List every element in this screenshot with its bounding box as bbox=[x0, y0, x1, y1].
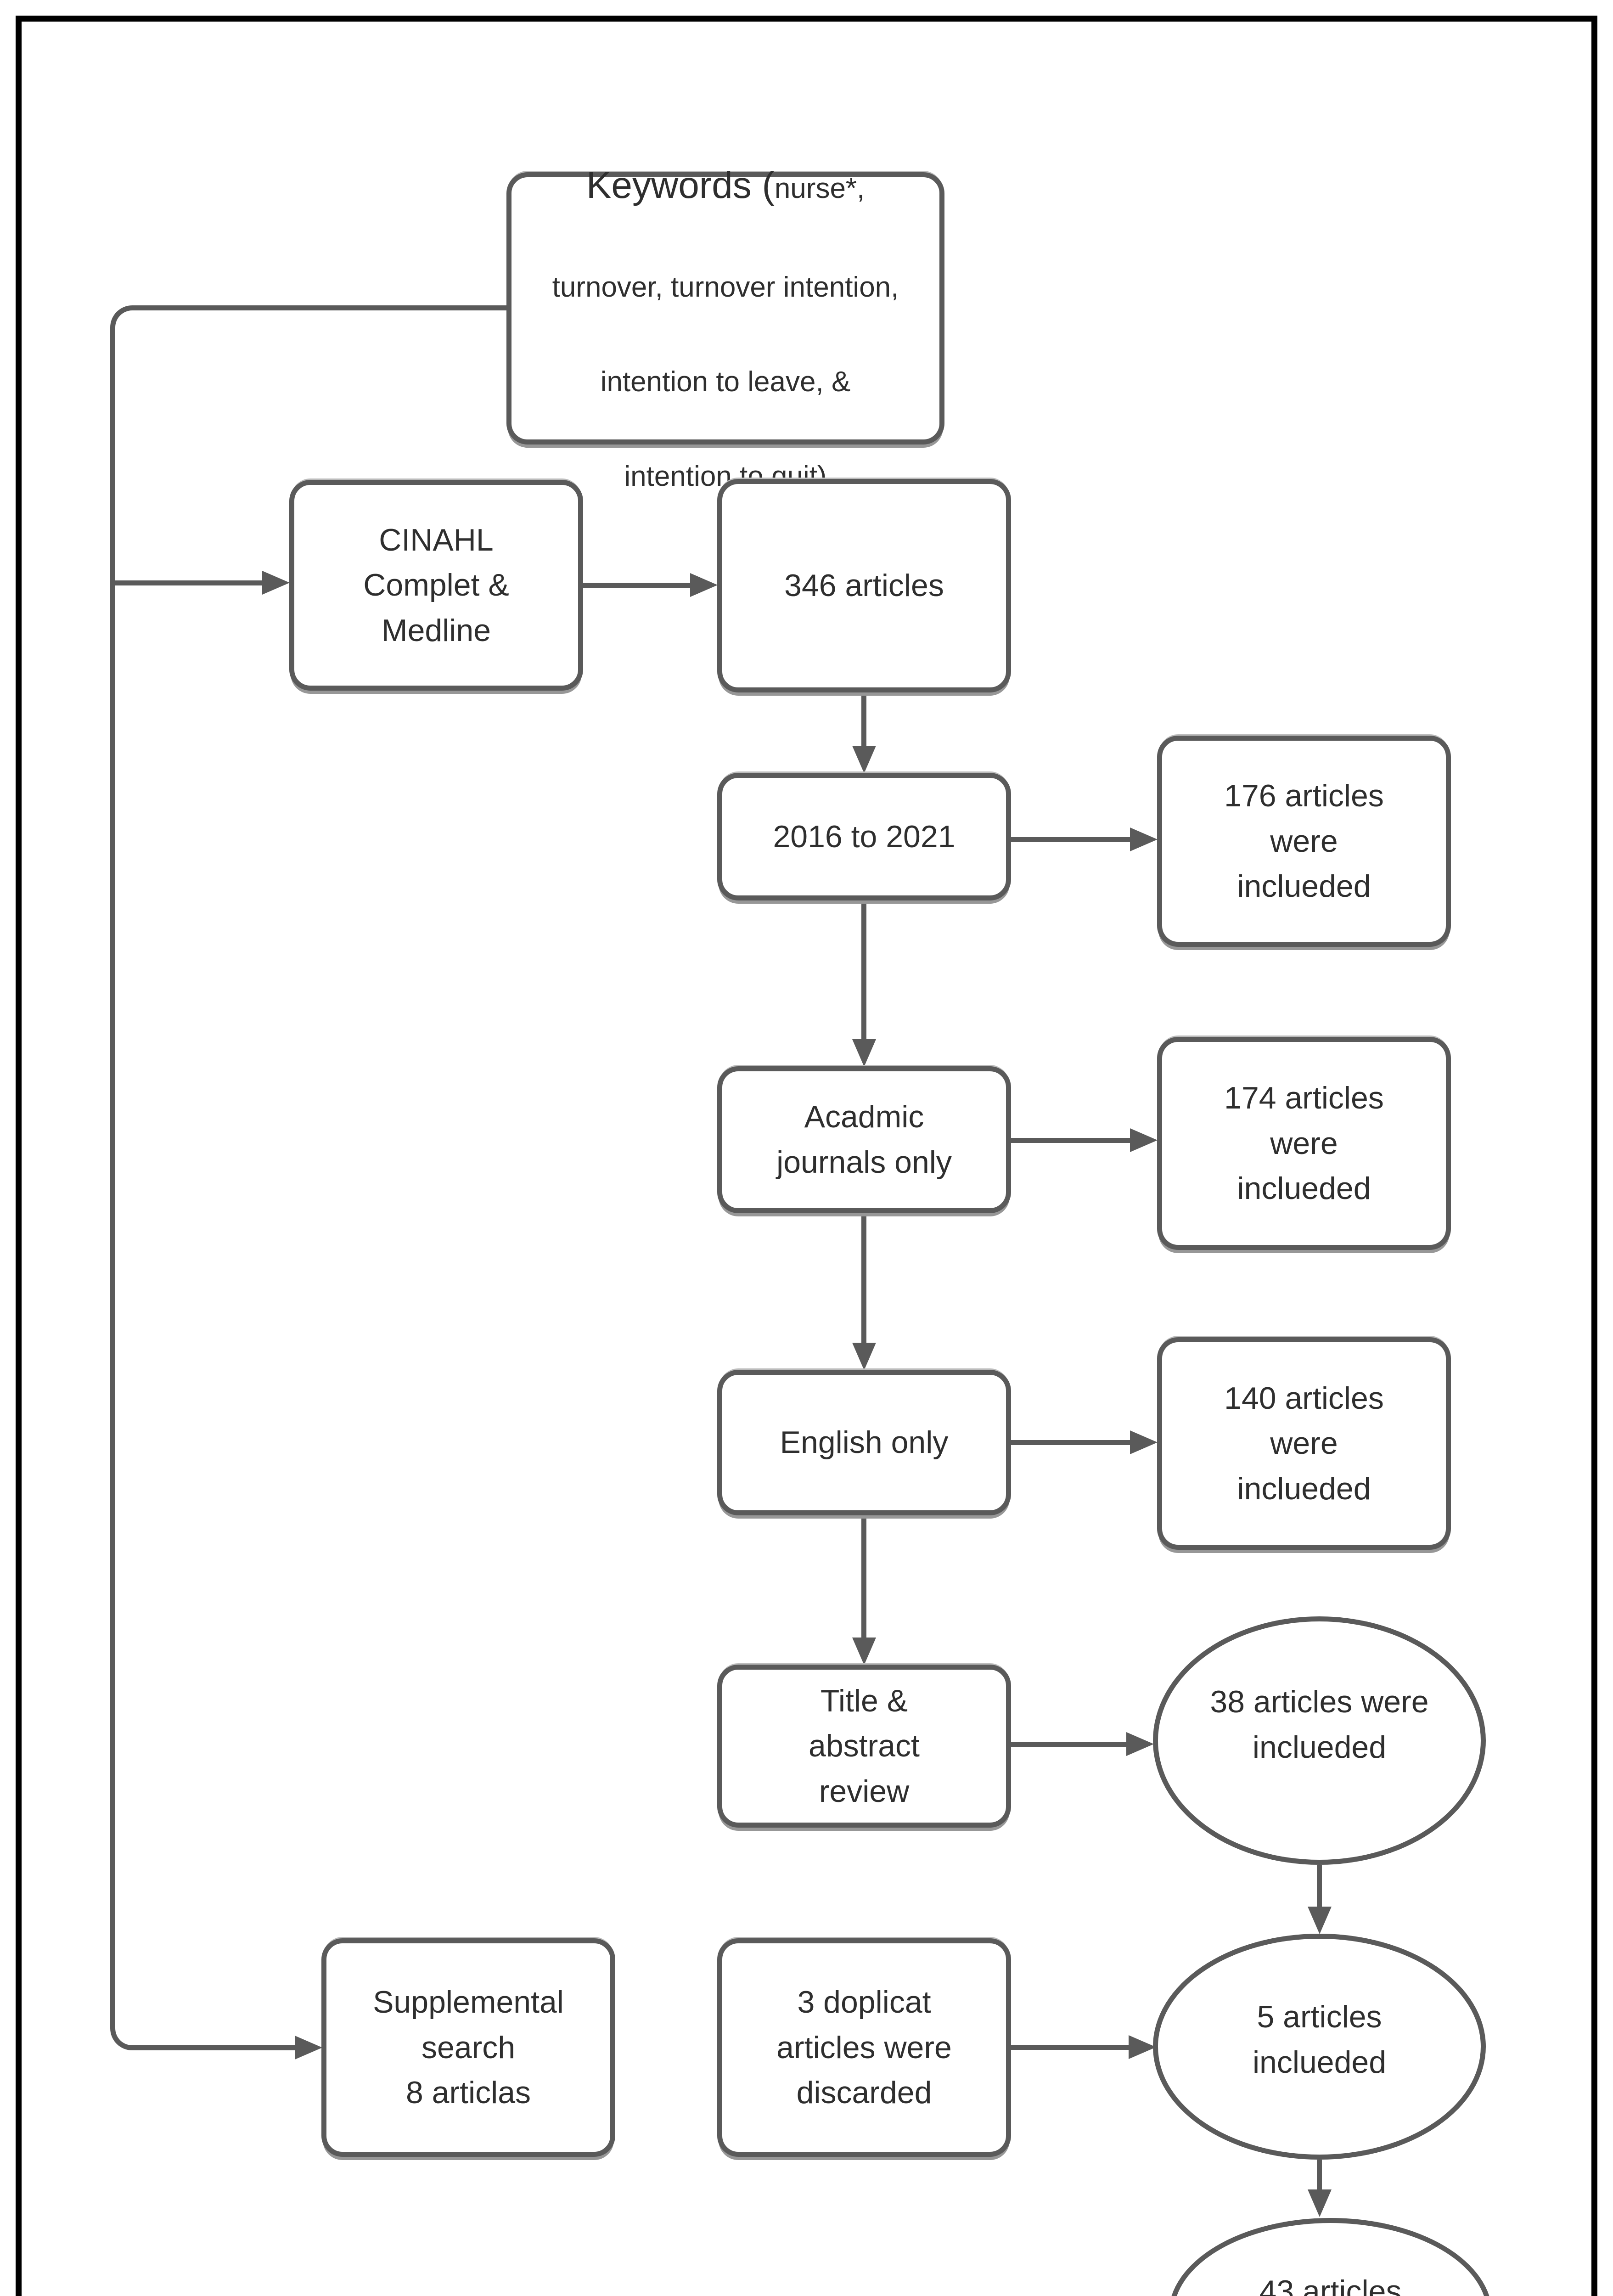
keywords-term-3: intention to leave, & bbox=[600, 366, 851, 398]
arrowhead-into-supplemental bbox=[295, 2036, 322, 2060]
arrowhead-into-176 bbox=[1130, 827, 1158, 851]
node-english-only: English only bbox=[717, 1370, 1011, 1515]
arrowhead-into-174 bbox=[1130, 1128, 1158, 1152]
node-duplicates-discarded: 3 doplicat articles were discarded bbox=[717, 1938, 1011, 2157]
arrowhead-into-academic bbox=[852, 1039, 876, 1067]
connector-duplicates-5 bbox=[1011, 2045, 1130, 2050]
keywords-term-2: turnover, turnover intention, bbox=[552, 271, 899, 304]
arrowhead-into-346 bbox=[690, 573, 718, 597]
arrowhead-into-5-left bbox=[1129, 2035, 1156, 2059]
arrowhead-into-5 bbox=[1308, 1907, 1332, 1934]
connector-english-140 bbox=[1011, 1440, 1131, 1445]
connector-2016-academic bbox=[861, 900, 866, 1042]
node-140-included: 140 articles were inclueded bbox=[1157, 1337, 1451, 1550]
arrowhead-into-38 bbox=[1126, 1732, 1154, 1756]
connector-academic-174 bbox=[1011, 1138, 1131, 1143]
connector-keywords-horizontal bbox=[138, 305, 506, 310]
connector-cinahl-branch bbox=[115, 580, 263, 585]
connector-academic-english bbox=[861, 1213, 866, 1345]
node-title-abstract-review: Title & abstract review bbox=[717, 1665, 1011, 1828]
connector-5-43 bbox=[1317, 2160, 1322, 2192]
arrowhead-into-140 bbox=[1130, 1430, 1158, 1454]
keywords-text: Keywords (nurse*, turnover, turnover int… bbox=[552, 107, 899, 500]
connector-346-2016 bbox=[861, 692, 866, 747]
connector-38-5 bbox=[1317, 1865, 1322, 1909]
node-supplemental-search: Supplemental search 8 articlas bbox=[321, 1938, 615, 2157]
connector-title-38 bbox=[1011, 1742, 1128, 1747]
connector-top-left-corner bbox=[110, 305, 152, 347]
arrowhead-into-2016 bbox=[852, 746, 876, 773]
node-38-included: 38 articles were inclueded bbox=[1153, 1616, 1486, 1865]
node-5-included: 5 articles inclueded bbox=[1153, 1934, 1486, 2160]
connector-english-title bbox=[861, 1515, 866, 1640]
arrowhead-into-title bbox=[852, 1638, 876, 1665]
connector-bottom-left-corner bbox=[110, 2009, 152, 2050]
node-keywords: Keywords (nurse*, turnover, turnover int… bbox=[506, 164, 944, 492]
arrowhead-into-english bbox=[852, 1343, 876, 1370]
arrowhead-into-43 bbox=[1308, 2189, 1332, 2217]
node-cinahl-medline: CINAHL Complet & Medline bbox=[289, 480, 583, 691]
node-346-articles: 346 articles bbox=[717, 479, 1011, 692]
node-2016-to-2021: 2016 to 2021 bbox=[717, 773, 1011, 900]
keywords-term-1: nurse*, bbox=[774, 173, 865, 205]
node-174-included: 174 articles were inclueded bbox=[1157, 1037, 1451, 1250]
arrowhead-into-cinahl bbox=[262, 571, 290, 595]
connector-2016-176 bbox=[1011, 837, 1131, 842]
node-176-included: 176 articles were inclueded bbox=[1157, 736, 1451, 947]
connector-supplemental-horizontal bbox=[138, 2045, 296, 2050]
outer-frame bbox=[16, 16, 1597, 2296]
connector-left-vertical bbox=[110, 340, 115, 2020]
connector-cinahl-346 bbox=[583, 583, 691, 588]
node-academic-journals: Acadmic journals only bbox=[717, 1066, 1011, 1213]
keywords-title: Keywords ( bbox=[586, 164, 775, 207]
